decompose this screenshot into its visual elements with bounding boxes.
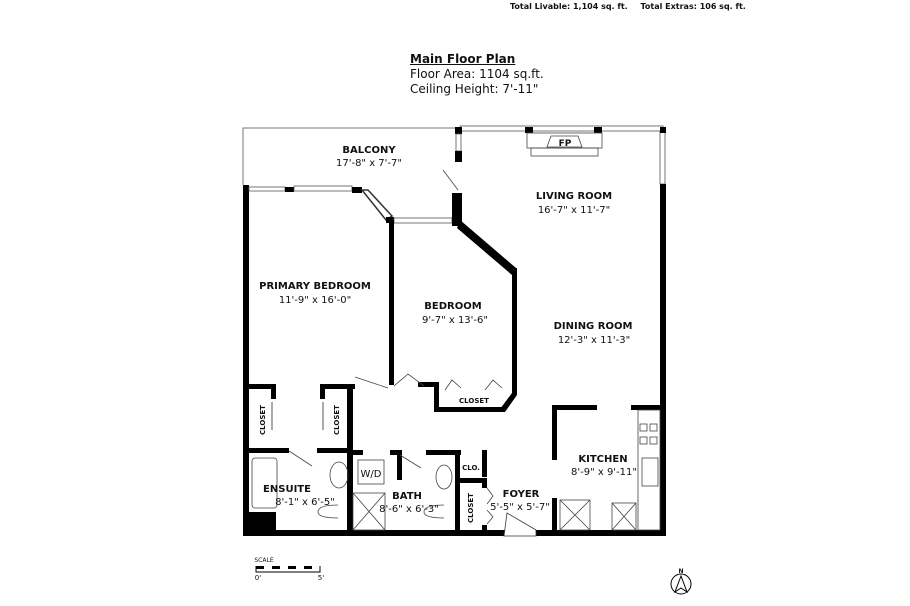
wall-bedroom-left	[389, 220, 394, 385]
bathtub	[251, 457, 278, 509]
svg-text:5': 5'	[318, 574, 324, 582]
room-foyer-dims: 5'-5" x 5'-7"	[490, 502, 550, 513]
ensuite-door[interactable]	[288, 450, 313, 467]
toilet	[317, 504, 339, 519]
entry-door[interactable]	[503, 512, 537, 537]
closet-label: CLOSET	[259, 405, 267, 435]
svg-text:N: N	[678, 568, 683, 575]
balcony-outline	[242, 127, 460, 185]
room-balcony-dims: 17'-8" x 7'-7"	[336, 158, 402, 169]
balcony-door[interactable]	[442, 169, 459, 191]
wall-bottom	[243, 530, 665, 536]
room-bedroom-dims: 9'-7" x 13'-6"	[422, 315, 488, 326]
svg-text:SCALE: SCALE	[254, 557, 273, 564]
sliding-door[interactable]	[293, 185, 353, 192]
closet-label: CLOSET	[467, 493, 475, 523]
counter	[637, 409, 661, 531]
room-kitchen-dims: 8'-9" x 9'-11"	[571, 467, 637, 478]
svg-text:0': 0'	[255, 574, 261, 582]
closet-label: CLOSET	[459, 397, 489, 405]
window	[459, 125, 664, 132]
room-bath-dims: 8'-6" x 6'-3"	[379, 504, 439, 515]
shower	[352, 492, 386, 531]
window	[659, 130, 666, 185]
room-bedroom-name: BEDROOM	[424, 301, 481, 312]
sink	[435, 464, 453, 490]
room-living-name: LIVING ROOM	[536, 191, 612, 202]
room-balcony-name: BALCONY	[342, 145, 396, 156]
room-bath-name: BATH	[392, 491, 422, 502]
closet-label: CLOSET	[333, 405, 341, 435]
room-living-dims: 16'-7" x 11'-7"	[538, 205, 610, 216]
washer-dryer	[357, 459, 385, 485]
toilet	[423, 504, 445, 519]
bedroom-door[interactable]	[393, 373, 425, 387]
wall-right	[660, 184, 666, 536]
kitchen-sink	[641, 457, 659, 487]
primary-door[interactable]	[354, 376, 389, 389]
fridge	[559, 499, 591, 531]
totals: Total Livable: 1,104 sq. ft. Total Extra…	[510, 2, 756, 11]
cooktop	[639, 423, 658, 445]
room-kitchen-name: KITCHEN	[578, 454, 627, 465]
dishwasher	[611, 502, 637, 531]
room-ensuite-name: ENSUITE	[263, 484, 311, 495]
fireplace-label: FP	[559, 139, 572, 149]
sink	[329, 461, 349, 489]
wall-left	[243, 185, 249, 536]
room-primary-name: PRIMARY BEDROOM	[259, 281, 371, 292]
room-primary-dims: 11'-9" x 16'-0"	[279, 295, 351, 306]
plan-header: Main Floor Plan Floor Area: 1104 sq.ft. …	[410, 52, 544, 97]
room-foyer-name: FOYER	[503, 489, 540, 500]
room-dining-name: DINING ROOM	[554, 321, 633, 332]
total-extras: Total Extras: 106 sq. ft.	[640, 2, 746, 11]
plan-title: Main Floor Plan	[410, 52, 516, 66]
ceiling-height: Ceiling Height: 7'-11"	[410, 82, 539, 96]
room-ensuite-dims: 8'-1" x 6'-5"	[275, 497, 335, 508]
floor-area: Floor Area: 1104 sq.ft.	[410, 67, 544, 81]
bath-door[interactable]	[399, 454, 422, 469]
total-livable: Total Livable: 1,104 sq. ft.	[510, 2, 628, 11]
north-arrow-icon: N	[670, 568, 692, 595]
room-dining-dims: 12'-3" x 11'-3"	[558, 335, 630, 346]
wd-label: W/D	[361, 469, 382, 480]
fireplace: FP	[526, 132, 603, 157]
clo-label: CLO.	[462, 464, 480, 472]
scale-bar: SCALE 0' 5'	[254, 557, 324, 582]
